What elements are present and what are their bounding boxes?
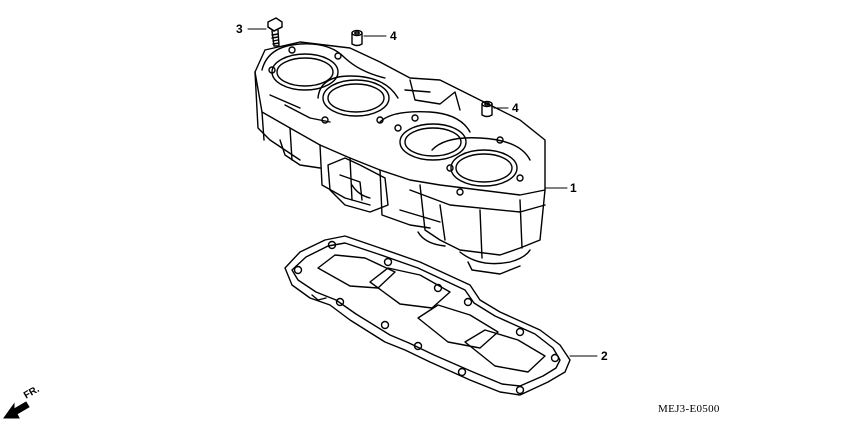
callout-2: 2: [601, 349, 608, 363]
callout-4-upper: 4: [390, 29, 397, 43]
callout-3: 3: [236, 22, 243, 36]
cylinder-gasket-outline[interactable]: [284, 235, 571, 396]
diagram-code: MEJ3-E0500: [658, 403, 720, 415]
front-direction-arrow-icon: [3, 401, 30, 419]
dowel-pin-lower[interactable]: [481, 100, 493, 118]
bolt-part[interactable]: [267, 17, 283, 47]
callout-1: 1: [570, 181, 577, 195]
callout-4-lower: 4: [512, 101, 519, 115]
dowel-pin-upper[interactable]: [351, 29, 363, 47]
cylinder-block[interactable]: [254, 41, 546, 275]
